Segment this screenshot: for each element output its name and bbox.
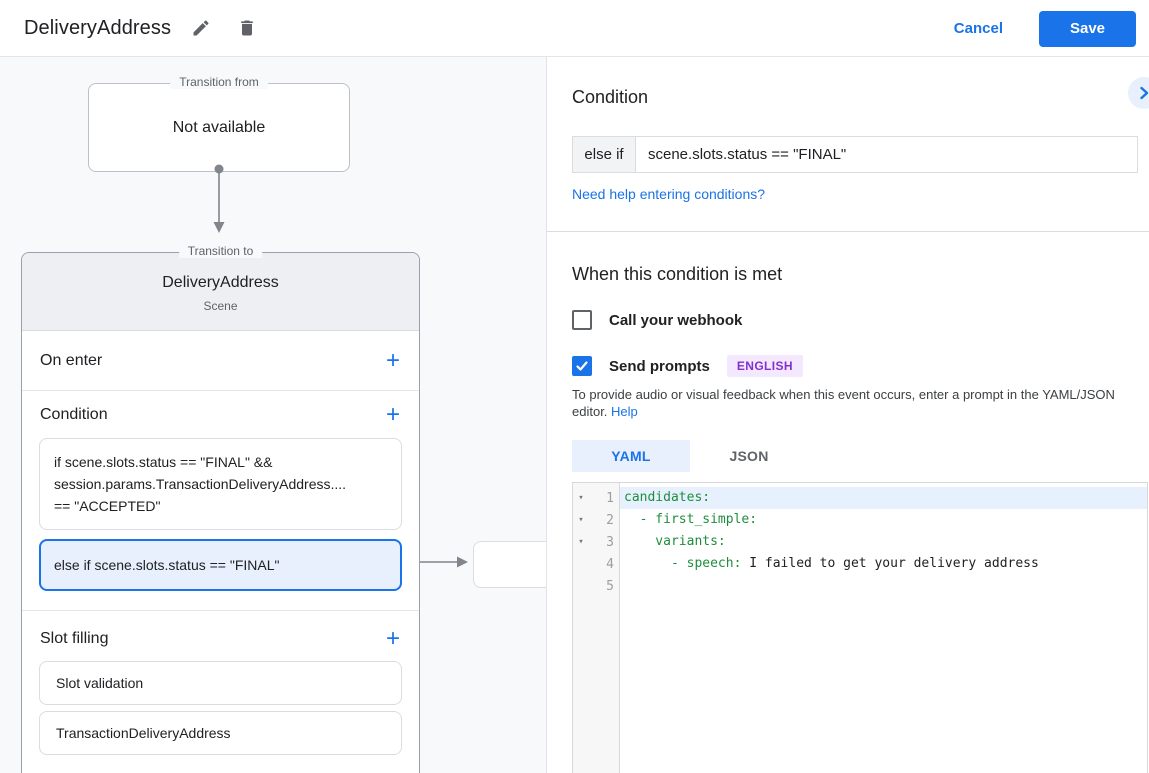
condition-line: else if scene.slots.status == "FINAL"	[54, 557, 280, 573]
slot-filling-add-button[interactable]: +	[385, 625, 400, 652]
on-enter-section: On enter +	[22, 331, 419, 391]
panel-title: Condition	[572, 87, 649, 107]
editor-gutter: ▾ 1 ▾ 2 ▾ 3 4 5	[573, 483, 620, 773]
line-number: 4	[606, 556, 614, 572]
panel-divider	[547, 231, 1149, 232]
scene-card-header[interactable]: DeliveryAddress Scene	[22, 253, 419, 331]
edit-button[interactable]	[185, 12, 217, 44]
transition-target-node[interactable]	[473, 541, 558, 588]
slot-filling-label: Slot filling	[40, 630, 109, 647]
line-number: 5	[606, 578, 614, 594]
slot-item-transaction-delivery-address[interactable]: TransactionDeliveryAddress	[39, 711, 402, 755]
topbar-actions: Cancel Save	[936, 0, 1136, 57]
save-button[interactable]: Save	[1039, 10, 1136, 47]
condition-item-else-if-selected[interactable]: else if scene.slots.status == "FINAL"	[39, 539, 402, 591]
tab-yaml[interactable]: YAML	[572, 440, 690, 472]
scene-name: DeliveryAddress	[162, 274, 279, 291]
scene-card: Transition to DeliveryAddress Scene On e…	[21, 244, 420, 773]
condition-item-if[interactable]: if scene.slots.status == "FINAL" && sess…	[39, 438, 402, 530]
code-line	[620, 575, 1147, 597]
line-number: 1	[606, 490, 614, 506]
top-bar: DeliveryAddress Cancel Save	[0, 0, 1149, 57]
checkmark-icon	[576, 361, 588, 371]
condition-prefix-label: else if	[572, 136, 635, 173]
code-line-active: candidates:	[620, 487, 1147, 509]
arrowhead-down-icon	[213, 222, 225, 233]
cancel-button[interactable]: Cancel	[936, 12, 1021, 45]
chevron-right-icon	[1140, 86, 1149, 100]
condition-line: == "ACCEPTED"	[54, 498, 161, 514]
send-prompts-row: Send prompts ENGLISH	[572, 355, 1148, 377]
fold-toggle-icon[interactable]: ▾	[578, 515, 584, 525]
transition-from-value: Not available	[172, 118, 266, 136]
on-enter-add-button[interactable]: +	[385, 346, 400, 374]
scene-type: Scene	[203, 299, 238, 313]
send-prompts-label: Send prompts	[609, 357, 710, 375]
tab-json[interactable]: JSON	[729, 448, 769, 464]
language-badge: ENGLISH	[726, 355, 803, 377]
line-number: 2	[606, 512, 614, 528]
prompt-help-link[interactable]: Help	[611, 404, 638, 419]
fold-toggle-icon[interactable]: ▾	[578, 493, 584, 503]
condition-expression-row: else if	[572, 136, 1138, 173]
delete-button[interactable]	[231, 12, 263, 44]
line-number: 3	[606, 534, 614, 550]
condition-line: if scene.slots.status == "FINAL" &&	[54, 454, 273, 470]
yaml-code-editor[interactable]: ▾ 1 ▾ 2 ▾ 3 4 5 candidates: - first_simple:…	[572, 482, 1148, 773]
prompt-description: To provide audio or visual feedback when…	[572, 386, 1138, 420]
editor-tabs: YAML JSON	[572, 440, 1148, 472]
transition-from-node[interactable]: Transition from Not available	[88, 75, 350, 172]
webhook-row: Call your webhook	[572, 310, 1148, 330]
condition-detail-pane: Condition else if Need help entering con…	[546, 57, 1149, 773]
code-line: - speech: I failed to get your delivery …	[624, 556, 1039, 571]
when-condition-met-title: When this condition is met	[572, 264, 783, 284]
code-line: - first_simple:	[624, 512, 758, 527]
slot-filling-section: Slot filling + Slot validation Transacti…	[22, 611, 419, 755]
on-enter-label: On enter	[40, 351, 103, 369]
fold-toggle-icon[interactable]: ▾	[578, 537, 584, 547]
pencil-icon	[193, 20, 209, 36]
conditions-help-link[interactable]: Need help entering conditions?	[572, 186, 766, 202]
call-webhook-label: Call your webhook	[609, 311, 743, 329]
condition-add-button[interactable]: +	[385, 401, 400, 428]
condition-section: Condition + if scene.slots.status == "FI…	[22, 391, 419, 611]
transition-to-label: Transition to	[178, 244, 263, 258]
prompt-description-text: To provide audio or visual feedback when…	[572, 387, 1115, 419]
arrowhead-right-icon	[457, 556, 468, 568]
code-line: variants:	[624, 534, 726, 549]
condition-section-label: Condition	[40, 406, 108, 423]
page-title: DeliveryAddress	[24, 16, 172, 39]
call-webhook-checkbox[interactable]	[572, 310, 592, 330]
collapse-panel-button[interactable]	[1128, 77, 1149, 109]
slot-item-validation[interactable]: Slot validation	[39, 661, 402, 705]
condition-line: session.params.TransactionDeliveryAddres…	[54, 476, 347, 492]
send-prompts-checkbox[interactable]	[572, 356, 592, 376]
scene-diagram-pane: Transition from Not available Transition…	[0, 57, 558, 773]
condition-expression-input[interactable]	[635, 136, 1138, 173]
transition-from-label: Transition from	[170, 75, 268, 89]
trash-icon	[241, 20, 253, 36]
editor-code-area[interactable]: candidates: - first_simple: variants: - …	[620, 483, 1147, 773]
